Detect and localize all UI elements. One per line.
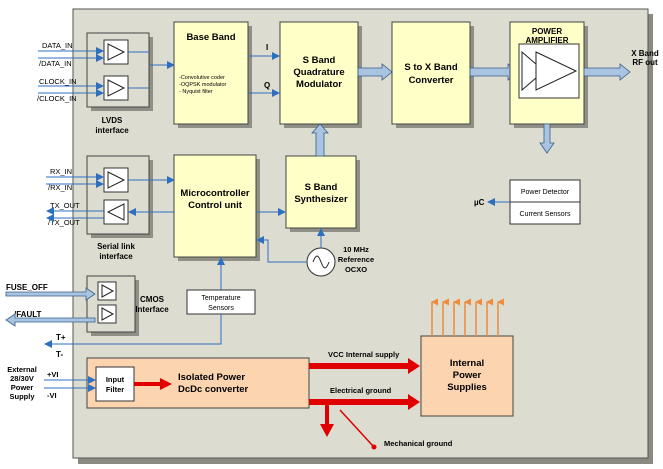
fuse-off-arrow xyxy=(5,287,96,301)
microcontroller-block xyxy=(173,154,260,261)
power-amplifier-block xyxy=(509,21,588,128)
tx-out-label: TX_OUT xyxy=(50,201,80,210)
xband-out-line: X Band xyxy=(631,49,659,58)
clock-in-n-label: /CLOCK_IN xyxy=(37,94,77,103)
cmos-label: CMOS xyxy=(140,295,165,304)
s-to-x-converter-block xyxy=(391,21,474,128)
ground-label: Electrical ground xyxy=(330,386,392,395)
serial-wires xyxy=(46,173,175,222)
temp-line: Temperature xyxy=(201,295,240,302)
amp-to-detector-arrow xyxy=(539,123,555,154)
power-detector-block xyxy=(509,179,581,225)
mechanical-ground-wire xyxy=(339,409,374,447)
synth-to-mod-arrow xyxy=(311,123,329,157)
ext-power-line: Power xyxy=(11,383,34,392)
current-sensors-label: Current Sensors xyxy=(520,211,571,218)
amp-line: AMPLIFIER xyxy=(525,36,568,45)
synth-line: S Band xyxy=(305,182,338,193)
ocxo-oscillator xyxy=(306,247,336,277)
rx-in-label: RX_IN xyxy=(50,167,72,176)
baseband-item: -OQPSK modulator xyxy=(179,82,227,88)
serial-link-interface xyxy=(86,155,153,238)
internal-supply-outputs xyxy=(431,298,504,336)
internal-line: Supplies xyxy=(447,382,487,393)
power-detector-label: Power Detector xyxy=(521,189,570,196)
quad-line: Quadrature xyxy=(293,67,344,78)
ext-power-wires xyxy=(44,376,96,392)
ocxo-to-micro-wire xyxy=(256,236,307,263)
ext-power-line: External xyxy=(7,365,37,374)
tx-out-n-label: /TX_OUT xyxy=(48,218,80,227)
mechanical-ground-dot xyxy=(371,444,377,450)
cmos-sub-label: Interface xyxy=(135,305,169,314)
t-plus-label: T+ xyxy=(56,333,66,342)
i-label: I xyxy=(266,43,268,52)
lvds-interface xyxy=(86,32,153,111)
rf-out-arrow xyxy=(583,63,631,81)
isolated-line: DcDc converter xyxy=(178,384,249,395)
ref-line: 10 MHz xyxy=(343,245,369,254)
internal-power-block xyxy=(420,335,514,417)
temp-line: Sensors xyxy=(208,305,234,312)
vi-minus-label: -VI xyxy=(47,391,57,400)
fault-arrow xyxy=(5,313,96,327)
mech-ground-label: Mechanical ground xyxy=(384,439,453,448)
vcc-arrow xyxy=(309,358,420,374)
baseband-item: -Convolutive coder xyxy=(179,75,225,81)
t-minus-label: T- xyxy=(56,350,63,359)
rx-in-n-label: /RX_IN xyxy=(48,183,72,192)
uc-label: µC xyxy=(474,198,485,207)
ext-power-line: Supply xyxy=(9,392,35,401)
lvds-sub-label: interface xyxy=(95,126,129,135)
filter-to-dcdc-arrow xyxy=(134,378,172,390)
converter-line: S to X Band xyxy=(404,62,458,73)
ext-power-line: 28/30V xyxy=(10,374,34,383)
ground-down-arrow xyxy=(320,405,334,437)
ref-line: OCXO xyxy=(345,265,367,274)
baseband-title: Base Band xyxy=(186,32,235,43)
vi-plus-label: +VI xyxy=(47,370,58,379)
xband-out-line: RF out xyxy=(632,58,658,67)
synth-line: Synthesizer xyxy=(294,194,348,205)
vcc-label: VCC Internal supply xyxy=(328,350,400,359)
q-label: Q xyxy=(264,81,270,90)
data-in-label: DATA_IN xyxy=(42,41,73,50)
baseband-item: - Nyquist filter xyxy=(179,89,213,95)
serial-label: Serial link xyxy=(97,242,135,251)
lvds-label: LVDS xyxy=(102,116,123,125)
cmos-interface xyxy=(86,275,139,336)
internal-line: Internal xyxy=(450,358,484,369)
ref-line: Reference xyxy=(338,255,374,264)
quadrature-modulator-block xyxy=(279,21,362,128)
serial-sub-label: interface xyxy=(99,252,133,261)
temp-out-wire xyxy=(44,314,222,348)
input-filter-line: Filter xyxy=(106,385,124,394)
clock-in-label: CLOCK_IN xyxy=(39,77,77,86)
fault-label: /FAULT xyxy=(14,310,42,319)
amp-line: POWER xyxy=(532,27,562,36)
isolated-line: Isolated Power xyxy=(178,372,245,383)
lvds-input-wires xyxy=(38,47,104,97)
micro-line: Microcontroller xyxy=(180,188,249,199)
internal-line: Power xyxy=(453,370,482,381)
temperature-sensors-block xyxy=(186,289,256,315)
baseband-block xyxy=(173,21,252,128)
quad-line: S Band xyxy=(303,55,336,66)
mod-to-converter-arrow xyxy=(357,63,393,81)
input-filter-block xyxy=(95,366,135,402)
micro-line: Control unit xyxy=(188,200,243,211)
data-in-n-label: /DATA_IN xyxy=(39,59,72,68)
fuse-off-label: FUSE_OFF xyxy=(6,283,48,292)
quad-line: Modulator xyxy=(296,79,342,90)
ground-arrow xyxy=(309,394,420,410)
converter-line: Converter xyxy=(409,75,454,86)
input-filter-line: Input xyxy=(106,375,125,384)
